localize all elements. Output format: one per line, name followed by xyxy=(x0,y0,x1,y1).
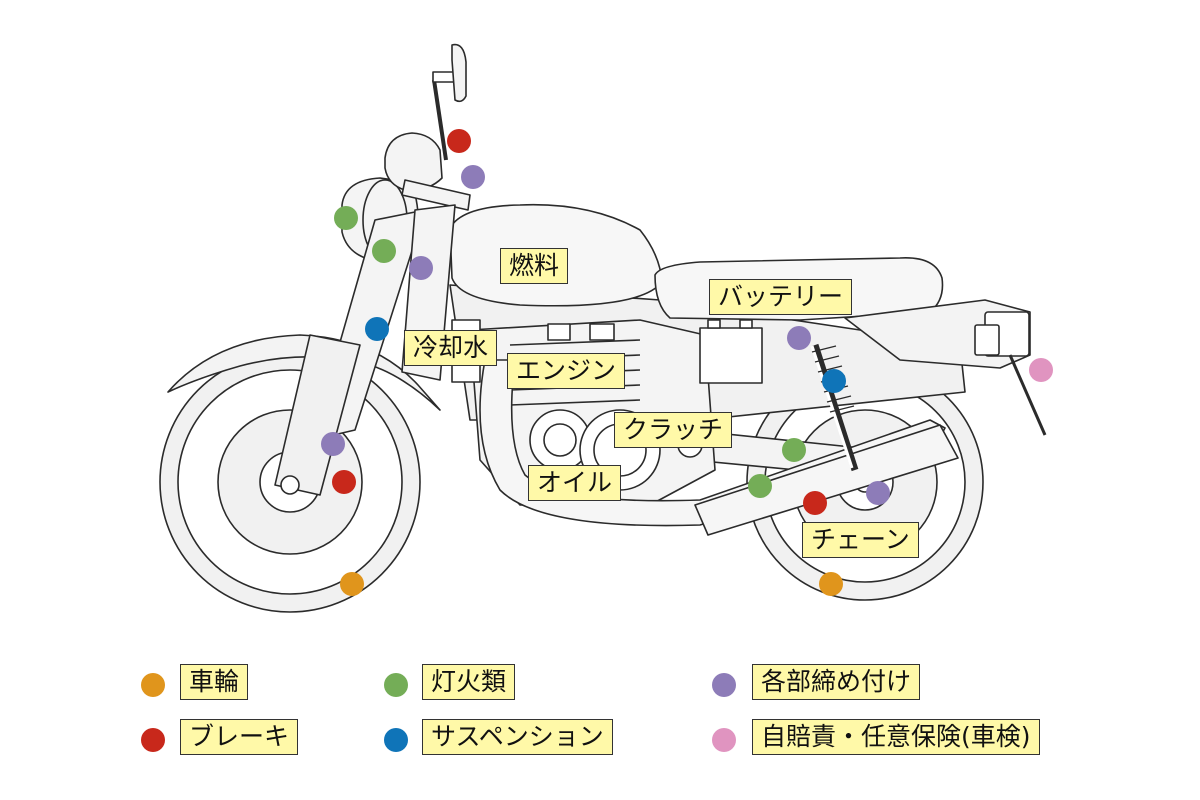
rear-signal-marker xyxy=(782,438,806,462)
handlebar-bolt-marker xyxy=(461,165,485,189)
axle-bolt-marker xyxy=(321,432,345,456)
brake-legend-dot xyxy=(141,728,165,752)
suspension-legend-dot xyxy=(384,728,408,752)
tail-plate-marker xyxy=(1029,358,1053,382)
turn-signal-marker xyxy=(372,239,396,263)
coolant-label: 冷却水 xyxy=(404,330,498,366)
light-legend-label: 灯火類 xyxy=(422,664,516,700)
chain-label: チェーン xyxy=(802,522,919,558)
brake-legend-label: ブレーキ xyxy=(180,719,299,755)
rear-tire-marker xyxy=(819,572,843,596)
headlight-marker xyxy=(334,206,358,230)
rear-shock-marker xyxy=(822,369,846,393)
oil-label: オイル xyxy=(528,465,622,501)
wheel-legend-label: 車輪 xyxy=(180,664,249,700)
fuel-label: 燃料 xyxy=(500,248,569,284)
rear-brake-marker xyxy=(803,491,827,515)
insurance-legend-dot xyxy=(712,728,736,752)
front-fork-marker xyxy=(365,317,389,341)
bolts-legend-label: 各部締め付け xyxy=(752,664,921,700)
front-tire-marker xyxy=(340,572,364,596)
clutch-label: クラッチ xyxy=(614,412,733,448)
rear-axle-bolt-marker xyxy=(866,481,890,505)
brake-lever-marker xyxy=(447,129,471,153)
marker-group xyxy=(321,129,1053,596)
front-brake-marker xyxy=(332,470,356,494)
steering-bolt-marker xyxy=(409,256,433,280)
insurance-legend-label: 自賠責・任意保険(車検) xyxy=(752,719,1040,755)
bolts-legend-dot xyxy=(712,673,736,697)
rear-shock-bolt-marker xyxy=(787,326,811,350)
engine-label: エンジン xyxy=(507,353,626,389)
wheel-legend-dot xyxy=(141,673,165,697)
suspension-legend-label: サスペンション xyxy=(422,719,613,755)
light-legend-dot xyxy=(384,673,408,697)
battery-label: バッテリー xyxy=(709,279,853,315)
brake-light-marker xyxy=(748,474,772,498)
